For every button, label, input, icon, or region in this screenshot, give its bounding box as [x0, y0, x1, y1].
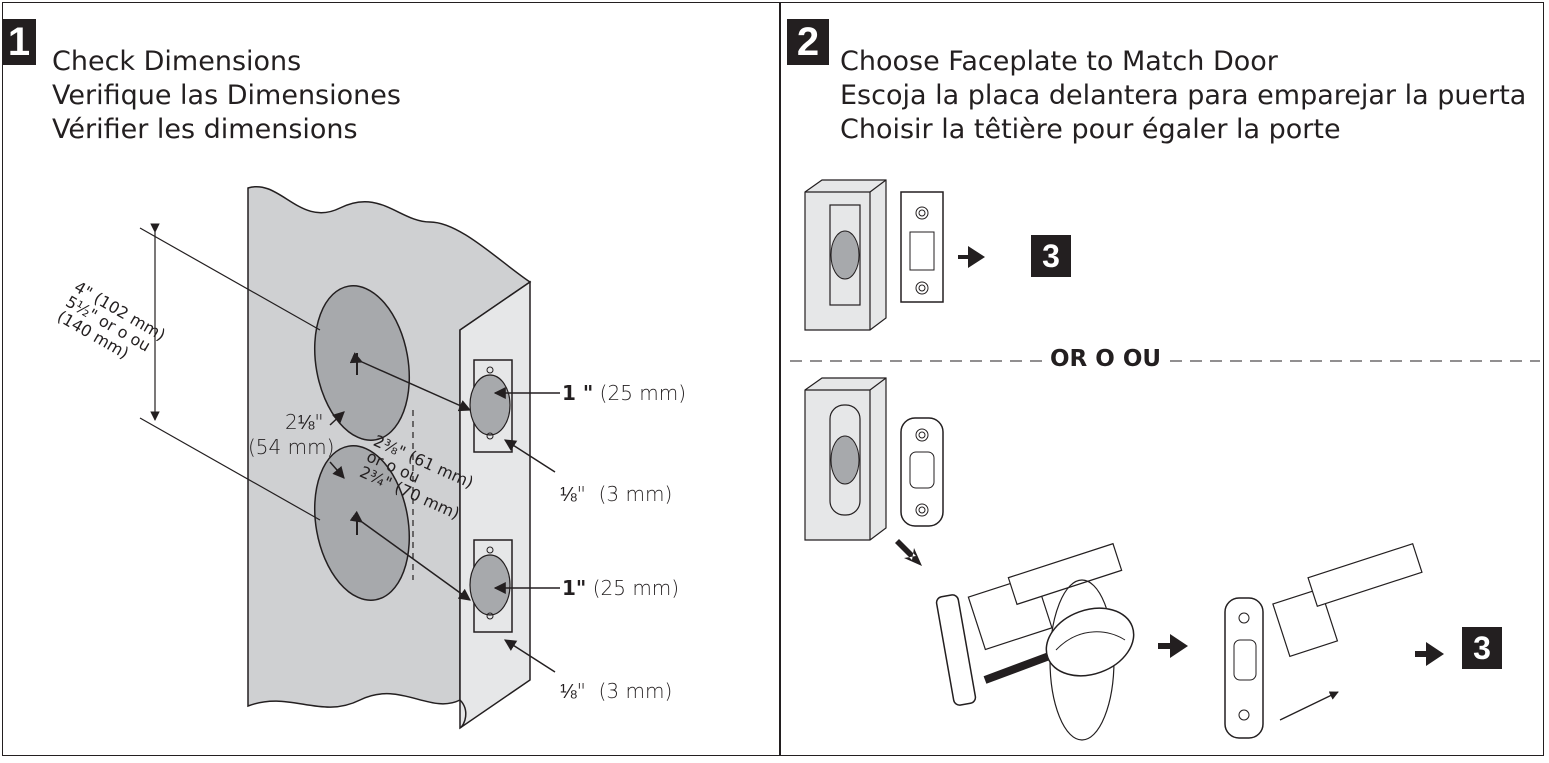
- step-1-title-fr: Vérifier les dimensions: [52, 114, 358, 145]
- step-1-title-en: Check Dimensions: [52, 46, 302, 77]
- backset-mm-label: (54 mm): [248, 435, 335, 459]
- recess-bottom-label: ⅛" (3 mm): [560, 679, 673, 703]
- goto-step-3-badge-bottom[interactable]: 3: [1462, 627, 1502, 669]
- step-2-title-en: Choose Faceplate to Match Door: [840, 46, 1278, 77]
- step-2-title-es: Escoja la placa delantera para emparejar…: [840, 80, 1527, 111]
- step-1-title-es: Verifique las Dimensiones: [52, 80, 401, 111]
- door-edge: [459, 280, 531, 730]
- step-1-number: 1: [2, 19, 36, 65]
- latch-hole-bottom-label: 1" (25 mm): [562, 576, 680, 600]
- latch-hole-top-label: 1 " (25 mm): [562, 381, 687, 405]
- step-2-number: 2: [787, 19, 829, 65]
- door-dimension-diagram: [139, 185, 560, 730]
- panel-divider: [779, 2, 781, 756]
- recess-top-label: ⅛" (3 mm): [560, 482, 673, 506]
- step-1-heading: Check Dimensions Verifique las Dimension…: [52, 45, 401, 147]
- goto-step-3-badge-top[interactable]: 3: [1031, 235, 1071, 277]
- step-2-title-fr: Choisir la têtière pour égaler la porte: [840, 114, 1341, 145]
- or-separator: OR O OU: [1044, 346, 1168, 372]
- backset-label: 2⅛": [285, 410, 324, 434]
- step-2-heading: Choose Faceplate to Match Door Escoja la…: [840, 45, 1526, 147]
